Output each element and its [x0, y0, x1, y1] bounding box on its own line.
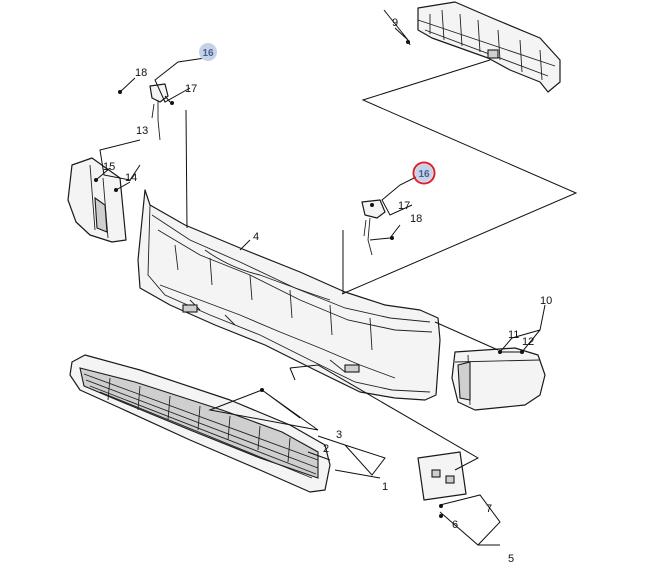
callout-17-right[interactable]: 17 — [398, 200, 410, 212]
part-5-license-plate-bracket — [417, 451, 467, 501]
callout-13[interactable]: 13 — [136, 125, 148, 137]
part-13-left-corner-panel — [67, 157, 127, 243]
callout-10[interactable]: 10 — [540, 295, 552, 307]
highlight-ring — [412, 161, 436, 185]
part-1-grille-insert — [69, 354, 331, 493]
callout-16-badge-left[interactable]: 16 — [199, 43, 217, 61]
anchor-dots — [94, 40, 524, 518]
callout-9[interactable]: 9 — [392, 17, 398, 29]
callout-15[interactable]: 15 — [103, 161, 115, 173]
part-17-right-latch — [361, 199, 386, 256]
callout-12[interactable]: 12 — [522, 336, 534, 348]
callout-4[interactable]: 4 — [253, 231, 259, 243]
callout-6[interactable]: 6 — [452, 519, 458, 531]
callout-3[interactable]: 3 — [336, 429, 342, 441]
leader-lines — [95, 9, 578, 546]
callout-16-label-right: 16 — [418, 169, 430, 180]
callout-16-badge-right-highlighted[interactable]: 16 — [412, 161, 436, 185]
part-4-bumper-housing — [137, 189, 441, 401]
part-9-mounting-bracket — [417, 1, 561, 93]
callout-18-right[interactable]: 18 — [410, 213, 422, 225]
callout-2[interactable]: 2 — [323, 443, 329, 455]
callout-16-label-left: 16 — [202, 48, 214, 59]
callout-5[interactable]: 5 — [508, 553, 514, 565]
part-17-left-latch — [149, 83, 169, 141]
part-10-right-corner-panel — [451, 347, 546, 411]
callout-7[interactable]: 7 — [486, 503, 492, 515]
callout-17-left[interactable]: 17 — [185, 83, 197, 95]
callout-labels: 9 18 17 13 15 14 17 18 4 10 11 12 3 2 1 … — [103, 17, 552, 565]
callout-11[interactable]: 11 — [508, 329, 519, 341]
callout-14[interactable]: 14 — [125, 172, 137, 184]
callout-18-left[interactable]: 18 — [135, 67, 147, 79]
callout-1[interactable]: 1 — [382, 481, 388, 493]
